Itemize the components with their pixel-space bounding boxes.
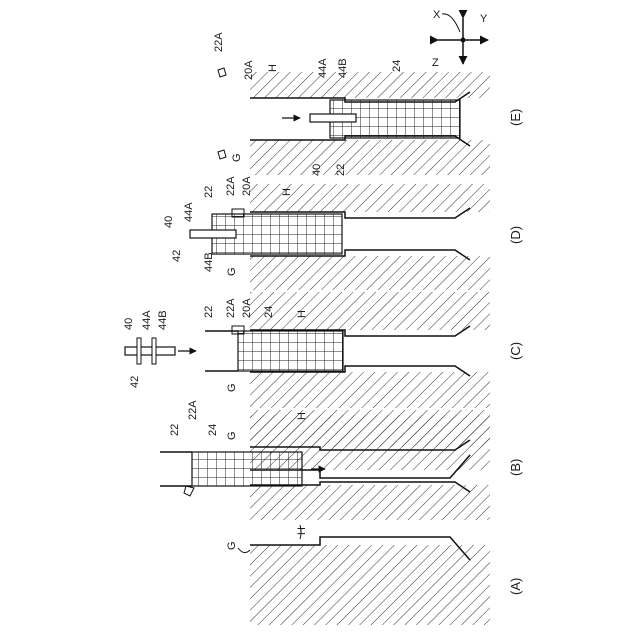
rebar-cage (192, 452, 302, 486)
hole-label: H (281, 188, 293, 196)
frame-label: 22 (169, 424, 181, 436)
frame-part-label: 22A (225, 298, 237, 318)
arm-a-label: 44A (183, 202, 195, 222)
hole-label: H (296, 310, 308, 318)
jig-arm-a (137, 338, 141, 364)
ground-hatch-right (250, 292, 490, 330)
arm-b-label: 44B (157, 310, 169, 330)
jig-body (190, 230, 236, 238)
cage-label: 24 (391, 60, 403, 72)
jig-bottom-label: 42 (129, 376, 141, 388)
hole-label: H (296, 412, 308, 420)
frame-part-label: 22A (225, 176, 237, 196)
jig-body (125, 347, 175, 355)
ground-hatch-left (250, 545, 490, 625)
axis-y-label: Y (480, 13, 488, 25)
ground-hatch-right (250, 415, 490, 447)
frame-label: 22 (203, 306, 215, 318)
jig-arm-b (152, 338, 156, 364)
head-label: 20A (241, 176, 253, 196)
head-label: 20A (241, 298, 253, 318)
axis-origin (461, 38, 466, 43)
ground-label: G (226, 431, 238, 440)
arm-b-label: 44B (337, 58, 349, 78)
caption-b: (B) (508, 459, 523, 476)
arm-a-label: 44A (317, 58, 329, 78)
hole-label: H (267, 64, 279, 72)
hole-label: H (296, 527, 308, 535)
ground-label: G (226, 383, 238, 392)
ground-hatch-left (250, 485, 490, 520)
ground-label: G (226, 541, 238, 550)
frame-label: 22 (203, 186, 215, 198)
frame-part-label: 22A (187, 400, 199, 420)
ground-hatch-right (250, 72, 490, 98)
axis-z-label: Z (432, 57, 439, 69)
jig-bottom-label: 42 (171, 250, 183, 262)
arm-a-label: 44A (141, 310, 153, 330)
caption-c: (C) (508, 342, 523, 360)
cage-label: 24 (263, 306, 275, 318)
cage-label: 24 (207, 424, 219, 436)
caption-e: (E) (508, 109, 523, 126)
ground-hatch-left (250, 372, 490, 408)
jig-label: 40 (123, 318, 135, 330)
ground-label: G (226, 267, 238, 276)
frame-part-label: 22A (213, 32, 225, 52)
rebar-cage (238, 331, 343, 371)
ground-hatch-left (250, 140, 490, 175)
axis-x-label: X (433, 9, 441, 21)
caption-a: (A) (508, 578, 523, 595)
jig-body (310, 114, 356, 122)
ground-hatch-left (250, 256, 490, 290)
ground-label: G (231, 153, 243, 162)
jig-label: 40 (311, 164, 323, 176)
frame-label: 22 (335, 164, 347, 176)
head-label: 20A (243, 60, 255, 80)
arm-b-label: 44B (203, 252, 215, 272)
jig-label: 40 (163, 216, 175, 228)
caption-d: (D) (508, 226, 523, 244)
